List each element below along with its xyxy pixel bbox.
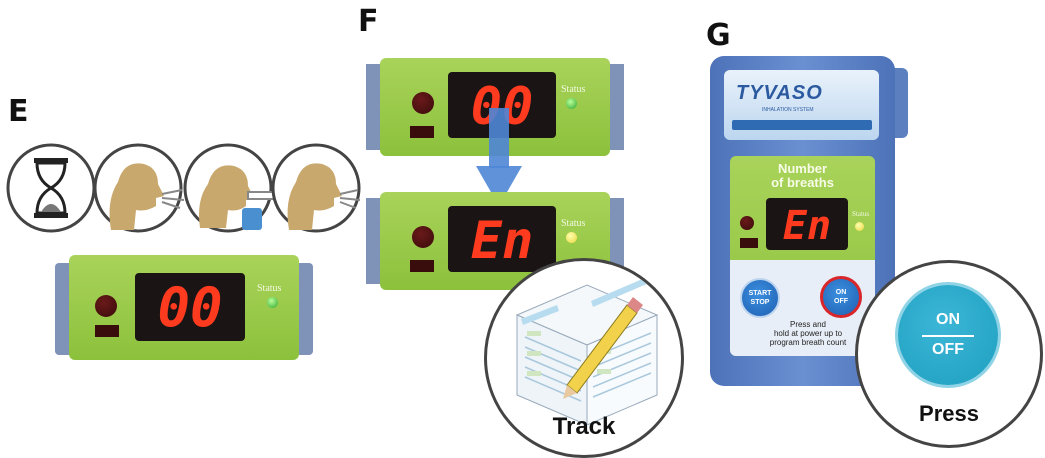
on-off-button-zoom[interactable]: ON OFF [898,285,998,385]
indicator-dot [412,92,434,114]
divider [922,335,974,337]
control-panel: Number of breaths En Status START STOP O… [730,156,875,356]
down-arrow-icon [476,108,522,206]
instruction-line1: Press and [789,320,827,329]
indicator-square [95,325,119,337]
step-g-label: G [706,18,731,53]
step-e-device-panel: 00 Status [55,255,313,360]
track-label: Track [552,413,616,440]
breath-log-sheet-icon [515,277,659,425]
exhale-person-icon [93,143,185,233]
number-of-breaths-line2: of breaths [771,175,834,190]
zoom-on-label: ON [936,311,960,328]
track-zoom-circle: Track [484,258,684,458]
brand-subtitle: INHALATION SYSTEM [762,107,814,113]
indicator-square [740,238,758,248]
step-f-lcd-bottom: En [448,206,556,272]
exhale-person-icon-2 [271,143,361,233]
indicator-dot [95,295,117,317]
brand-name: TYVASO [736,82,823,104]
number-of-breaths-title: Number of breaths [730,162,875,190]
inhale-device-person-icon [183,143,279,233]
status-label: Status [852,210,870,218]
brand-label-panel: TYVASO INHALATION SYSTEM [724,70,879,140]
on-off-line1: ON [835,289,847,296]
status-led-yellow [855,222,864,231]
step-e-breathing-icons [6,143,361,233]
step-e-lcd-digits: 00 [157,276,222,339]
status-label: Status [257,283,282,294]
start-stop-button[interactable]: START STOP [740,278,780,318]
status-led-green [267,297,278,308]
step-f-label: F [358,4,379,39]
instruction-line3: program breath count [769,338,847,347]
on-off-line2: OFF [834,298,848,305]
on-off-instruction: Press and hold at power up to program br… [744,320,872,347]
pencil-icon [563,297,643,399]
step-e-lcd-display: 00 [135,273,245,341]
status-led-yellow [566,232,577,243]
status-label: Status [561,218,586,229]
hourglass-icon [6,143,96,233]
step-e-label: E [8,94,29,129]
indicator-dot [412,226,434,248]
zoom-off-label: OFF [932,341,964,358]
instruction-line2: hold at power up to [773,329,843,338]
status-label: Status [561,84,586,95]
step-g-lcd-display: En [766,198,848,250]
number-of-breaths-line1: Number [777,161,828,176]
start-stop-line2: STOP [750,299,770,306]
press-zoom-circle: ON OFF Press [855,260,1043,448]
press-label: Press [919,401,979,426]
indicator-square [410,126,434,138]
start-stop-line1: START [748,290,772,297]
indicator-dot [740,216,754,230]
step-g-lcd-digits: En [783,203,831,249]
on-off-button[interactable]: ON OFF [820,276,862,318]
status-led-green [566,98,577,109]
step-f-lcd-bottom-digits: En [471,211,534,271]
indicator-square [410,260,434,272]
